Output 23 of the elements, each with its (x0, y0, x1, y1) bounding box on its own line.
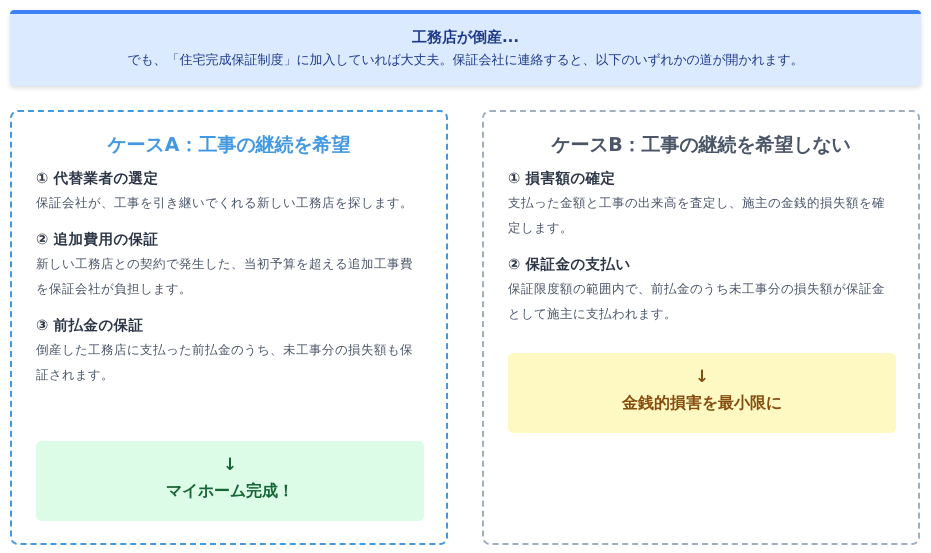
result-box (36, 441, 424, 521)
step-heading: ② 保証金の支払い (508, 256, 632, 275)
down-arrow-glyph: ↓ (694, 367, 710, 387)
case-title: ケースA：工事の継続を希望 (106, 133, 352, 158)
step-description: 保証会社が、工事を引き継いでくれる新しい工務店を探します。 (36, 194, 414, 212)
result-box (508, 353, 896, 433)
step-heading: ① 代替業者の選定 (36, 170, 160, 189)
case-panel (10, 110, 448, 545)
result-text: 金銭的損害を最小限に (620, 393, 783, 414)
step-heading: ③ 前払金の保証 (36, 316, 144, 336)
banner-text: でも、「住宅完成保証制度」に加入していれば大丈夫。保証会社に連絡すると、以下のいずれかの道が開かれます。 (126, 52, 804, 69)
result-text: マイホーム完成！ (165, 481, 295, 502)
step-description: 倒産した工務店に支払った前払金のうち、未工事分の損失額も保証されます。 (36, 341, 414, 384)
step-description: 保証限度額の範囲内で、前払金のうち未工事分の損失額が保証金として施主に支払われます。 (508, 280, 886, 323)
step-description: 新しい工務店との契約で発生した、当初予算を超える追加工事費を保証会社が負担します。 (36, 255, 414, 298)
case-panel (482, 110, 920, 545)
step-description: 支払った金額と工事の出来高を査定し、施主の金銭的損失額を確定します。 (508, 194, 886, 237)
step-heading: ① 損害額の確定 (508, 169, 616, 189)
case-title: ケースB：工事の継続を希望しない (550, 133, 852, 158)
notice-banner (10, 10, 921, 86)
down-arrow-glyph: ↓ (222, 455, 238, 475)
step-heading: ② 追加費用の保証 (36, 230, 160, 250)
banner-heading: 工務店が倒産... (410, 28, 520, 47)
